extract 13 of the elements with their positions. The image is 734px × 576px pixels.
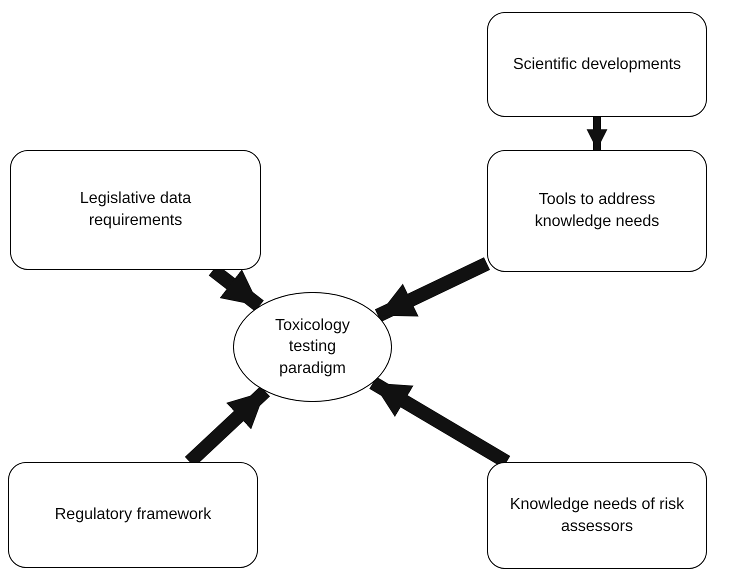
rounded-box — [487, 462, 707, 569]
node-label: Scientific developments — [512, 54, 682, 75]
node-label: Regulatory framework — [54, 505, 212, 526]
rounded-box — [8, 462, 258, 568]
rounded-box — [487, 12, 707, 117]
arrow — [586, 117, 608, 150]
node-label: Tools to address knowledge needs — [534, 190, 660, 232]
node-label: Toxicology testing paradigm — [274, 316, 351, 379]
arrow — [374, 257, 490, 322]
node-label: Legislative data requirements — [78, 189, 192, 231]
rounded-box — [10, 150, 261, 270]
rounded-box — [487, 150, 707, 272]
node-label: Knowledge needs of risk assessors — [508, 494, 686, 536]
